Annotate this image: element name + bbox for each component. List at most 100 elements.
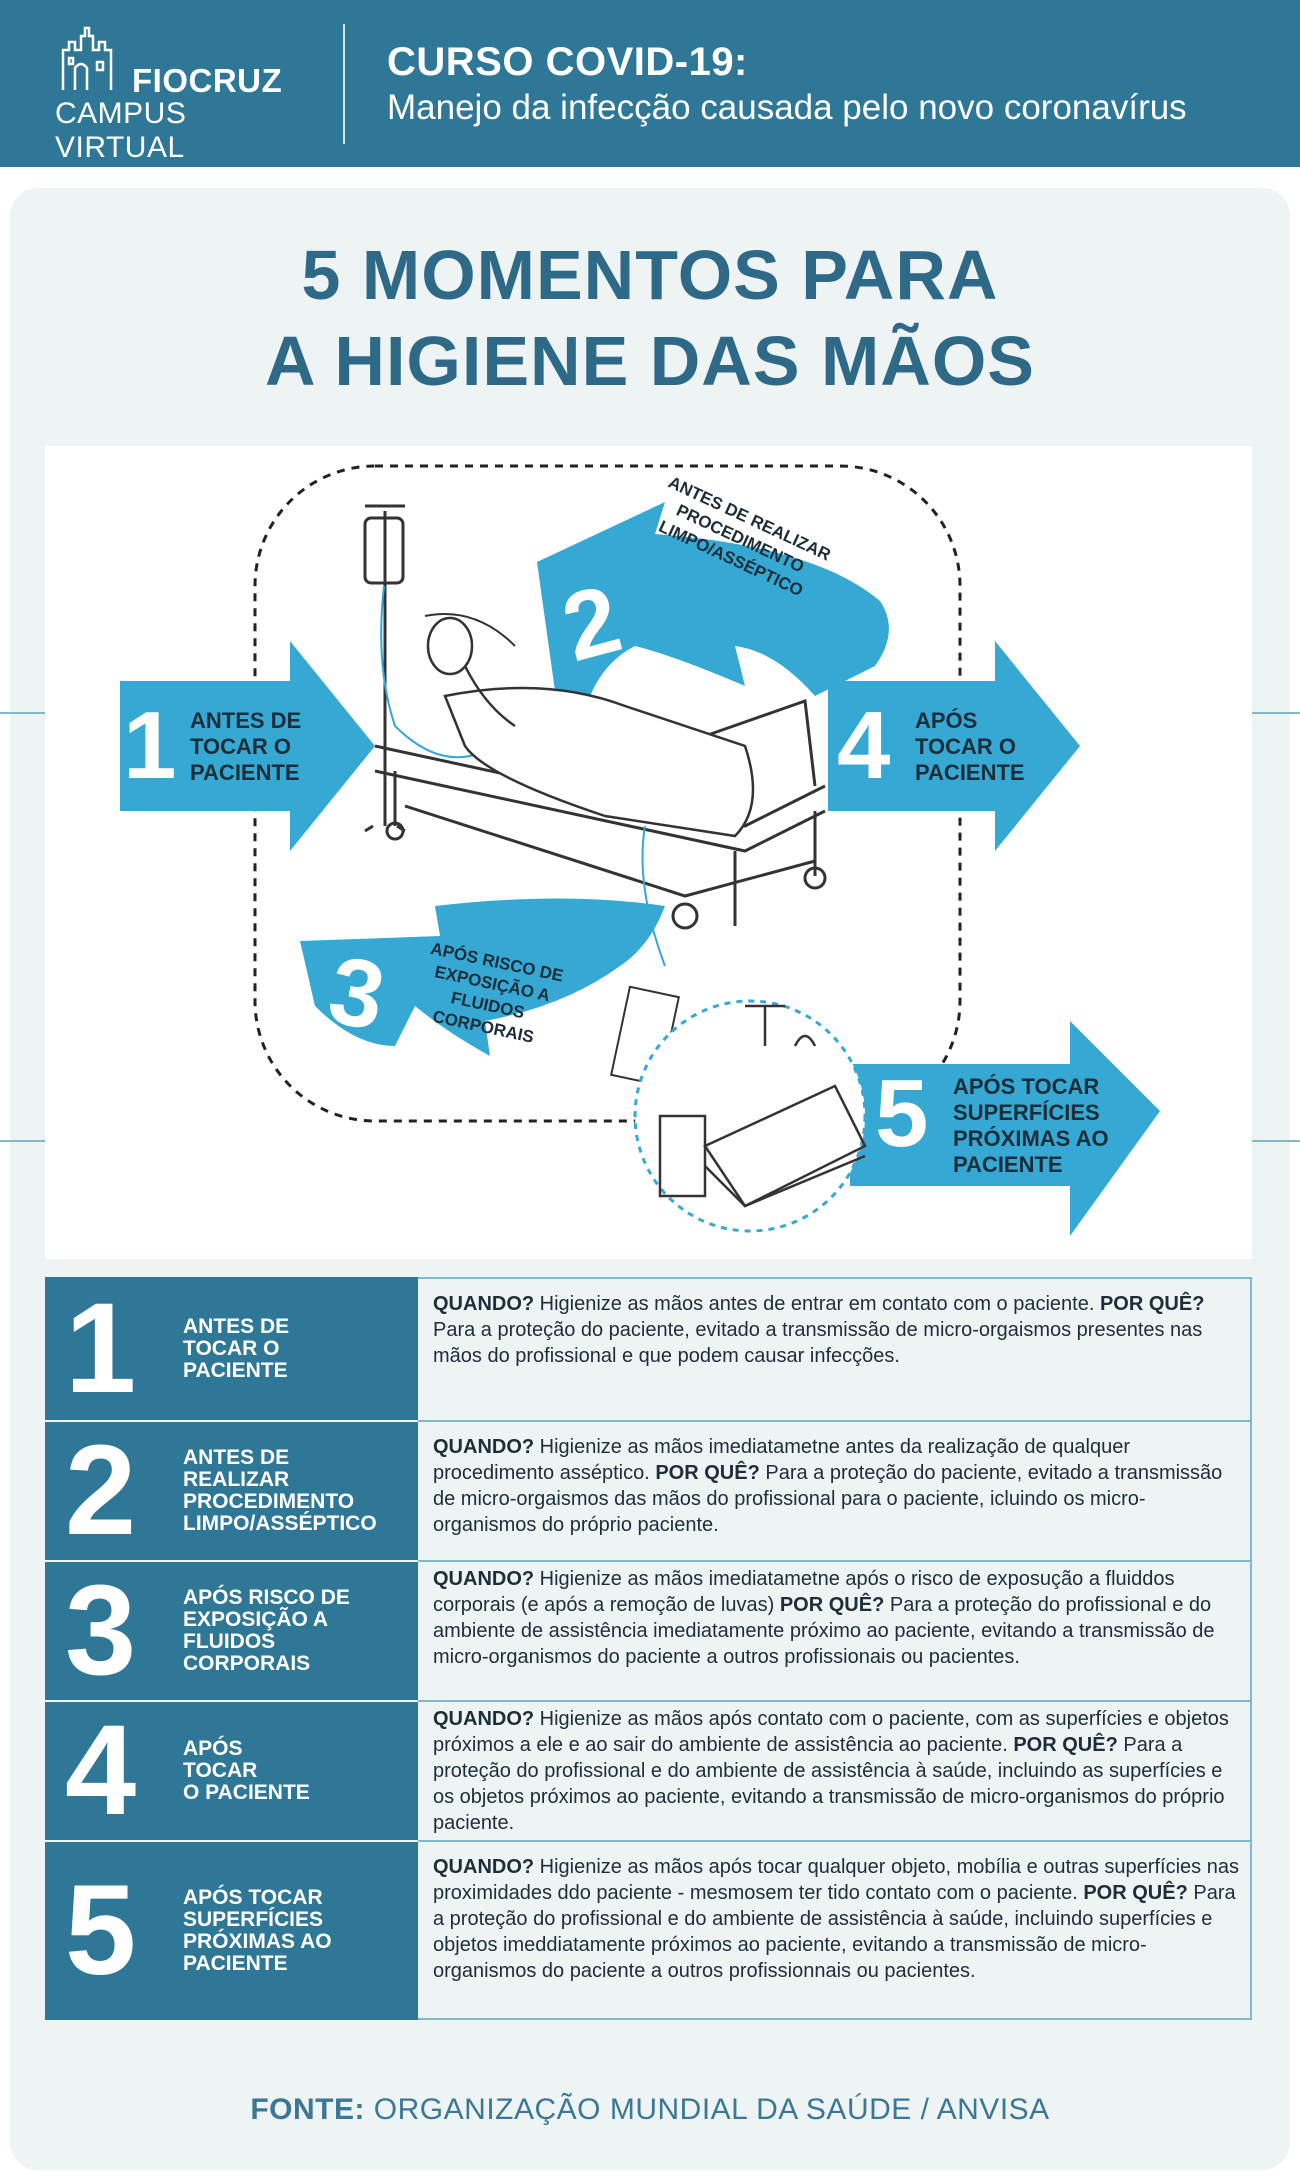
why-text: Para a proteção do profissional e do amb… — [433, 1882, 1236, 1982]
patient-arm — [463, 665, 516, 728]
row-label-line: APÓS — [183, 1737, 243, 1760]
row-header: 4 APÓS TOCAR O PACIENTE — [45, 1700, 418, 1840]
row-label-line: APÓS RISCO DE — [183, 1586, 350, 1609]
when-label: QUANDO? — [433, 1856, 535, 1878]
row-description: QUANDO? Higienize as mãos imediatametne … — [418, 1420, 1252, 1560]
course-title: CURSO COVID-19: — [387, 40, 748, 84]
moment-1-label-line: ANTES DE — [190, 708, 302, 733]
header-divider — [343, 24, 345, 144]
source-text: ORGANIZAÇÃO MUNDIAL DA SAÚDE / ANVISA — [364, 2093, 1050, 2126]
why-text: Para a proteção do paciente, evitado a t… — [433, 1319, 1203, 1367]
when-text: Higienize as mãos imediatametne após o r… — [433, 1568, 1175, 1616]
row-label: ANTES DE REALIZAR PROCEDIMENTO LIMPO/ASS… — [183, 1447, 413, 1535]
table-row: 5 APÓS TOCAR SUPERFÍCIES PRÓXIMAS AO PAC… — [45, 1840, 1252, 2020]
row-header: 3 APÓS RISCO DE EXPOSIÇÃO A FLUIDOS CORP… — [45, 1560, 418, 1700]
patient-head — [426, 616, 474, 676]
arrow-1-shape — [120, 641, 375, 851]
row-label-line: LIMPO/ASSÉPTICO — [183, 1512, 377, 1535]
when-text: Higienize as mãos antes de entrar em con… — [534, 1293, 1100, 1315]
iv-pole — [363, 504, 406, 833]
row-header: 2 ANTES DE REALIZAR PROCEDIMENTO LIMPO/A… — [45, 1420, 418, 1560]
castle-icon — [61, 26, 113, 90]
row-text: QUANDO? Higienize as mãos imediatametne … — [433, 1566, 1240, 1670]
row-label-line: CORPORAIS — [183, 1652, 311, 1675]
row-label-line: FLUIDOS — [183, 1630, 276, 1653]
why-label: POR QUÊ? — [1013, 1734, 1118, 1756]
arrow-2-shape — [537, 502, 889, 696]
decorative-line — [0, 712, 45, 714]
arrow-3-shape — [300, 898, 665, 1056]
moment-5-label-line: PACIENTE — [953, 1152, 1063, 1177]
moment-5-label-line: SUPERFÍCIES — [953, 1100, 1100, 1125]
when-text: Higienize as mãos após contato com o pac… — [433, 1708, 1229, 1756]
row-number: 3 — [65, 1559, 137, 1702]
moment-5-number: 5 — [875, 1060, 929, 1167]
row-label-line: SUPERFÍCIES — [183, 1908, 324, 1931]
row-label-line: PACIENTE — [183, 1358, 288, 1382]
why-label: POR QUÊ? — [1083, 1882, 1188, 1904]
row-number: 5 — [65, 1859, 137, 2002]
row-text: QUANDO? Higienize as mãos após contato c… — [433, 1706, 1240, 1836]
row-text: QUANDO? Higienize as mãos imediatametne … — [433, 1434, 1240, 1538]
row-label-line: O PACIENTE — [183, 1781, 310, 1804]
row-label-line: TOCAR — [183, 1759, 258, 1782]
moment-4-label-line: APÓS — [915, 708, 978, 733]
row-label-line: PROCEDIMENTO — [183, 1490, 355, 1513]
moment-1-label-line: TOCAR O — [190, 734, 292, 759]
row-label-line: PACIENTE — [183, 1952, 288, 1975]
why-text: Para a proteção do profissional e do amb… — [433, 1734, 1225, 1834]
five-moments-illustration: 1 ANTES DE TOCAR O PACIENTE 2 ANTES DE R… — [45, 446, 1252, 1259]
row-description: QUANDO? Higienize as mãos após tocar qua… — [418, 1840, 1252, 2020]
source-footer: FONTE: ORGANIZAÇÃO MUNDIAL DA SAÚDE / AN… — [0, 2093, 1300, 2127]
page-title-line: A HIGIENE DAS MÃOS — [265, 322, 1035, 400]
decorative-line — [0, 1140, 45, 1142]
row-label: ANTES DE TOCAR O PACIENTE — [183, 1315, 413, 1382]
when-label: QUANDO? — [433, 1293, 535, 1315]
arrow-4-shape — [828, 641, 1080, 851]
page-title: 5 MOMENTOS PARA A HIGIENE DAS MÃOS — [0, 232, 1300, 404]
row-label-line: EXPOSIÇÃO A — [183, 1608, 329, 1631]
fiocruz-logo: FIOCRUZ CAMPUS VIRTUAL — [55, 22, 305, 164]
row-header: 5 APÓS TOCAR SUPERFÍCIES PRÓXIMAS AO PAC… — [45, 1840, 418, 2020]
moment-4-label-line: PACIENTE — [915, 760, 1025, 785]
when-label: QUANDO? — [433, 1568, 535, 1590]
row-label-line: PRÓXIMAS AO — [183, 1930, 332, 1953]
moment-5-label-line: APÓS TOCAR — [953, 1074, 1100, 1099]
row-label-line: TOCAR O — [183, 1336, 280, 1360]
table-row: 2 ANTES DE REALIZAR PROCEDIMENTO LIMPO/A… — [45, 1420, 1252, 1560]
course-subtitle: Manejo da infecção causada pelo novo cor… — [387, 88, 1187, 127]
row-description: QUANDO? Higienize as mãos imediatametne … — [418, 1560, 1252, 1700]
moment-5-label-line: PRÓXIMAS AO — [953, 1126, 1109, 1151]
row-label: APÓS TOCAR O PACIENTE — [183, 1738, 413, 1804]
moment-4-label: APÓS TOCAR O PACIENTE — [915, 708, 1025, 786]
why-label: POR QUÊ? — [1099, 1293, 1205, 1315]
table-row: 1 ANTES DE TOCAR O PACIENTE QUANDO? Higi… — [45, 1277, 1252, 1420]
when-label: QUANDO? — [433, 1436, 535, 1458]
moment-4-number: 4 — [837, 692, 891, 799]
decorative-line — [1252, 1140, 1300, 1142]
row-description: QUANDO? Higienize as mãos antes de entra… — [418, 1277, 1252, 1420]
row-header: 1 ANTES DE TOCAR O PACIENTE — [45, 1277, 418, 1420]
logo-subtitle: CAMPUS VIRTUAL — [55, 97, 187, 164]
pillow — [424, 613, 516, 647]
moment-1-number: 1 — [123, 692, 177, 799]
why-text: Para a proteção do profissional e do amb… — [433, 1594, 1215, 1668]
moment-4-label-line: TOCAR O — [915, 734, 1017, 759]
row-label: APÓS RISCO DE EXPOSIÇÃO A FLUIDOS CORPOR… — [183, 1587, 413, 1675]
row-text: QUANDO? Higienize as mãos após tocar qua… — [433, 1854, 1240, 1984]
row-label-line: REALIZAR — [183, 1468, 290, 1491]
table-row: 3 APÓS RISCO DE EXPOSIÇÃO A FLUIDOS CORP… — [45, 1560, 1252, 1700]
row-number: 4 — [65, 1699, 137, 1842]
when-text: Higienize as mãos imediatametne antes da… — [433, 1436, 1131, 1484]
page-title-line: 5 MOMENTOS PARA — [301, 236, 999, 314]
iv-tube — [380, 585, 496, 759]
row-number: 1 — [65, 1276, 137, 1420]
row-label-line: ANTES DE — [183, 1446, 290, 1469]
when-text: Higienize as mãos após tocar qualquer ob… — [433, 1856, 1239, 1904]
source-label: FONTE: — [250, 2093, 365, 2126]
table-row: 4 APÓS TOCAR O PACIENTE QUANDO? Higieniz… — [45, 1700, 1252, 1840]
row-label-line: APÓS TOCAR — [183, 1886, 323, 1909]
hospital-bed — [374, 698, 827, 930]
row-number: 2 — [65, 1419, 137, 1562]
when-label: QUANDO? — [433, 1708, 535, 1730]
